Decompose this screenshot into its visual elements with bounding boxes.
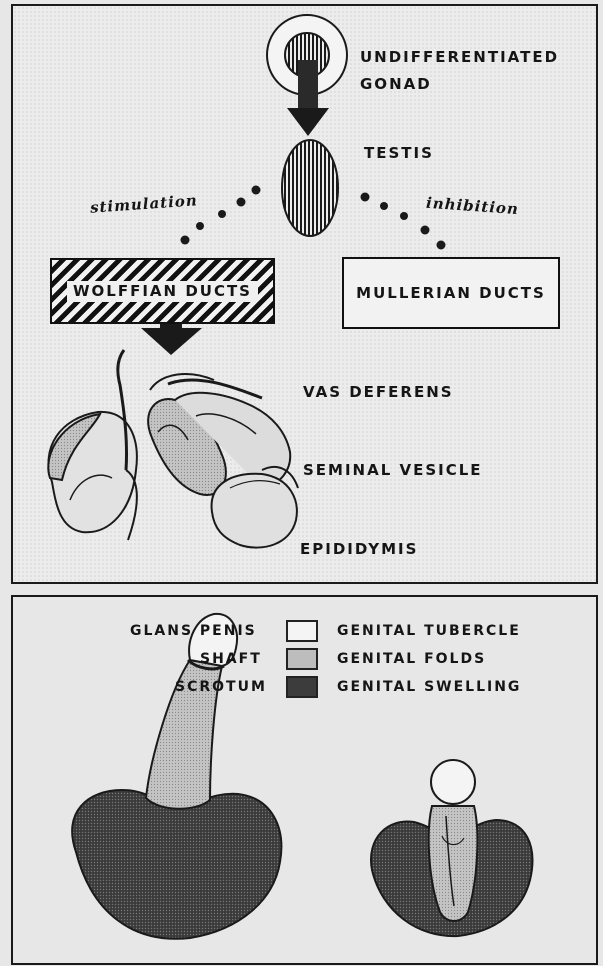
wolffian-down-arrow-icon xyxy=(141,322,202,355)
vas-deferens-label: VAS DEFERENS xyxy=(303,385,454,400)
legend-swatch-scrotum xyxy=(286,676,318,698)
undifferentiated-gonad-label-line1: UNDIFFERENTIATED xyxy=(360,50,559,65)
legend-embryonic-label: GENITAL SWELLING xyxy=(337,680,521,694)
mullerian-ducts-label: MULLERIAN DUCTS xyxy=(356,286,546,301)
wolffian-ducts-box: WOLFFIAN DUCTS xyxy=(50,258,275,324)
wolffian-ducts-label: WOLFFIAN DUCTS xyxy=(67,281,258,302)
internal-ducts-illustration xyxy=(48,350,298,548)
legend-adult-label: SCROTUM xyxy=(175,680,267,694)
legend-embryonic-label: GENITAL FOLDS xyxy=(337,652,486,666)
epididymis-label: EPIDIDYMIS xyxy=(300,542,418,557)
legend-swatch-glans xyxy=(286,620,318,642)
legend-adult-label: SHAFT xyxy=(200,652,262,666)
seminal-vesicle-label: SEMINAL VESICLE xyxy=(303,463,483,478)
legend-embryonic-label: GENITAL TUBERCLE xyxy=(337,624,521,638)
legend-adult-label: GLANS PENIS xyxy=(130,624,257,638)
testis-label: TESTIS xyxy=(364,146,434,161)
mullerian-ducts-box: MULLERIAN DUCTS xyxy=(342,257,560,329)
legend-swatch-shaft xyxy=(286,648,318,670)
undifferentiated-gonad-label-line2: GONAD xyxy=(360,77,432,92)
testis-icon xyxy=(282,140,338,236)
